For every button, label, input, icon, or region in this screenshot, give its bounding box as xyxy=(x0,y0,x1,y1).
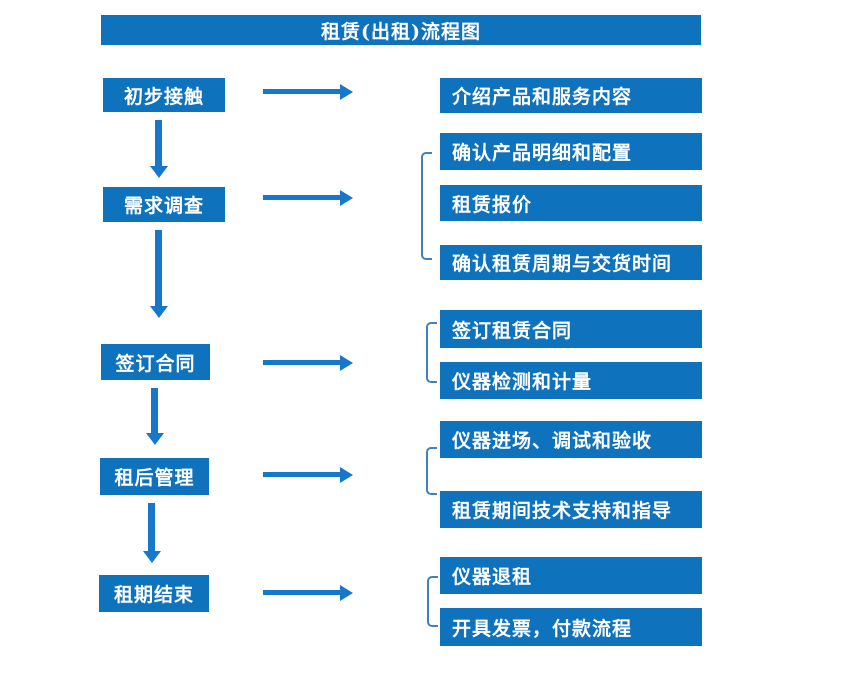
arrow-shaft xyxy=(148,503,155,552)
arrow-head xyxy=(340,190,353,206)
arrow-shaft xyxy=(263,472,341,477)
arrow-shaft xyxy=(155,120,162,167)
down-arrow-4 xyxy=(143,503,161,563)
right-arrow-stage-4 xyxy=(263,467,353,483)
arrow-head xyxy=(340,355,353,371)
right-arrow-stage-3 xyxy=(263,355,353,371)
arrow-head xyxy=(150,306,168,318)
arrow-head xyxy=(340,467,353,483)
output-instrument-testing-calibration: 仪器检测和计量 xyxy=(440,362,702,399)
arrow-head xyxy=(340,585,353,601)
group-bracket-demand-survey xyxy=(421,152,432,260)
output-invoice-payment-process: 开具发票，付款流程 xyxy=(440,608,702,646)
output-confirm-product-details: 确认产品明细和配置 xyxy=(440,133,702,170)
arrow-shaft xyxy=(263,590,341,595)
down-arrow-2 xyxy=(150,230,168,318)
stage-post-rental-management: 租后管理 xyxy=(100,458,209,495)
output-confirm-rental-period-delivery: 确认租赁周期与交货时间 xyxy=(440,245,702,280)
group-bracket-sign-contract xyxy=(426,322,437,383)
arrow-shaft xyxy=(263,195,341,200)
arrow-head xyxy=(146,433,164,445)
output-rental-quote: 租赁报价 xyxy=(440,185,702,221)
group-bracket-rental-end xyxy=(427,576,438,627)
stage-sign-contract: 签订合同 xyxy=(101,344,210,380)
flowchart-title: 租赁(出租)流程图 xyxy=(101,15,701,45)
right-arrow-stage-2 xyxy=(263,190,353,206)
arrow-head xyxy=(150,166,168,178)
group-bracket-post-rental xyxy=(426,447,437,495)
output-introduce-products-services: 介绍产品和服务内容 xyxy=(440,78,702,113)
output-instrument-setup-acceptance: 仪器进场、调试和验收 xyxy=(440,421,702,458)
stage-demand-survey: 需求调查 xyxy=(103,187,225,222)
output-technical-support-guidance: 租赁期间技术支持和指导 xyxy=(440,491,702,528)
arrow-shaft xyxy=(263,360,341,365)
stage-rental-end: 租期结束 xyxy=(99,575,209,612)
down-arrow-1 xyxy=(150,120,168,178)
arrow-head xyxy=(143,551,161,563)
output-sign-rental-contract: 签订租赁合同 xyxy=(440,310,702,348)
right-arrow-stage-1 xyxy=(263,84,353,100)
arrow-head xyxy=(340,84,353,100)
stage-initial-contact: 初步接触 xyxy=(103,78,225,112)
arrow-shaft xyxy=(263,89,341,94)
arrow-shaft xyxy=(151,388,158,434)
down-arrow-3 xyxy=(146,388,164,445)
arrow-shaft xyxy=(155,230,162,307)
output-instrument-return: 仪器退租 xyxy=(440,557,702,594)
right-arrow-stage-5 xyxy=(263,585,353,601)
